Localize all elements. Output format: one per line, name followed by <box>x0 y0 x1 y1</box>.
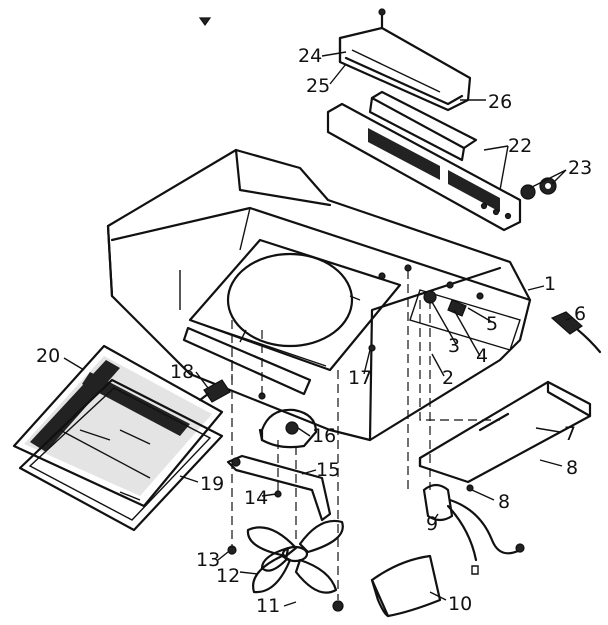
callout-1: 1 <box>544 273 556 295</box>
callout-20: 20 <box>36 345 60 367</box>
motor-cord-part <box>422 483 525 562</box>
callout-14: 14 <box>244 487 268 509</box>
callout-22: 22 <box>508 135 532 157</box>
top-cover-part <box>338 8 472 112</box>
callout-19: 19 <box>200 473 224 495</box>
filter-strip-part <box>368 90 478 162</box>
control-panel-part <box>326 102 522 232</box>
callout-4: 4 <box>476 345 488 367</box>
switch-screw-parts <box>378 264 484 317</box>
callout-26: 26 <box>488 91 512 113</box>
callout-17: 17 <box>348 367 372 389</box>
callout-11: 11 <box>256 595 280 617</box>
filter-panel-part <box>12 344 224 508</box>
callout-18: 18 <box>170 361 194 383</box>
callout-12: 12 <box>216 565 240 587</box>
stray-mark <box>198 17 212 27</box>
callout-9: 9 <box>426 513 438 535</box>
light-lens-part <box>18 378 224 532</box>
knob-part <box>520 177 557 200</box>
callout-8-lower: 8 <box>498 491 510 513</box>
hood-housing-part <box>106 148 532 442</box>
callout-23: 23 <box>568 157 592 179</box>
callout-15: 15 <box>316 459 340 481</box>
callout-3: 3 <box>448 335 460 357</box>
light-socket-part <box>198 379 231 403</box>
screw-parts <box>227 344 474 612</box>
callout-2: 2 <box>442 367 454 389</box>
callout-13: 13 <box>196 549 220 571</box>
callout-7: 7 <box>564 423 576 445</box>
plug-part <box>550 311 602 354</box>
duct-part <box>370 554 479 618</box>
callout-labels: 24 25 26 22 23 1 6 5 4 3 2 17 20 18 16 7… <box>36 45 592 617</box>
callout-16: 16 <box>312 425 336 447</box>
callout-8-upper: 8 <box>566 457 578 479</box>
motor-part <box>258 408 318 449</box>
callout-6: 6 <box>574 303 586 325</box>
callout-5: 5 <box>486 313 498 335</box>
callout-10: 10 <box>448 593 472 615</box>
callout-24: 24 <box>298 45 322 67</box>
damper-plate-part <box>418 380 592 484</box>
callout-25: 25 <box>306 75 330 97</box>
fan-blade-part <box>246 519 344 594</box>
leader-lines <box>63 51 573 607</box>
assembly-lines <box>231 270 500 600</box>
